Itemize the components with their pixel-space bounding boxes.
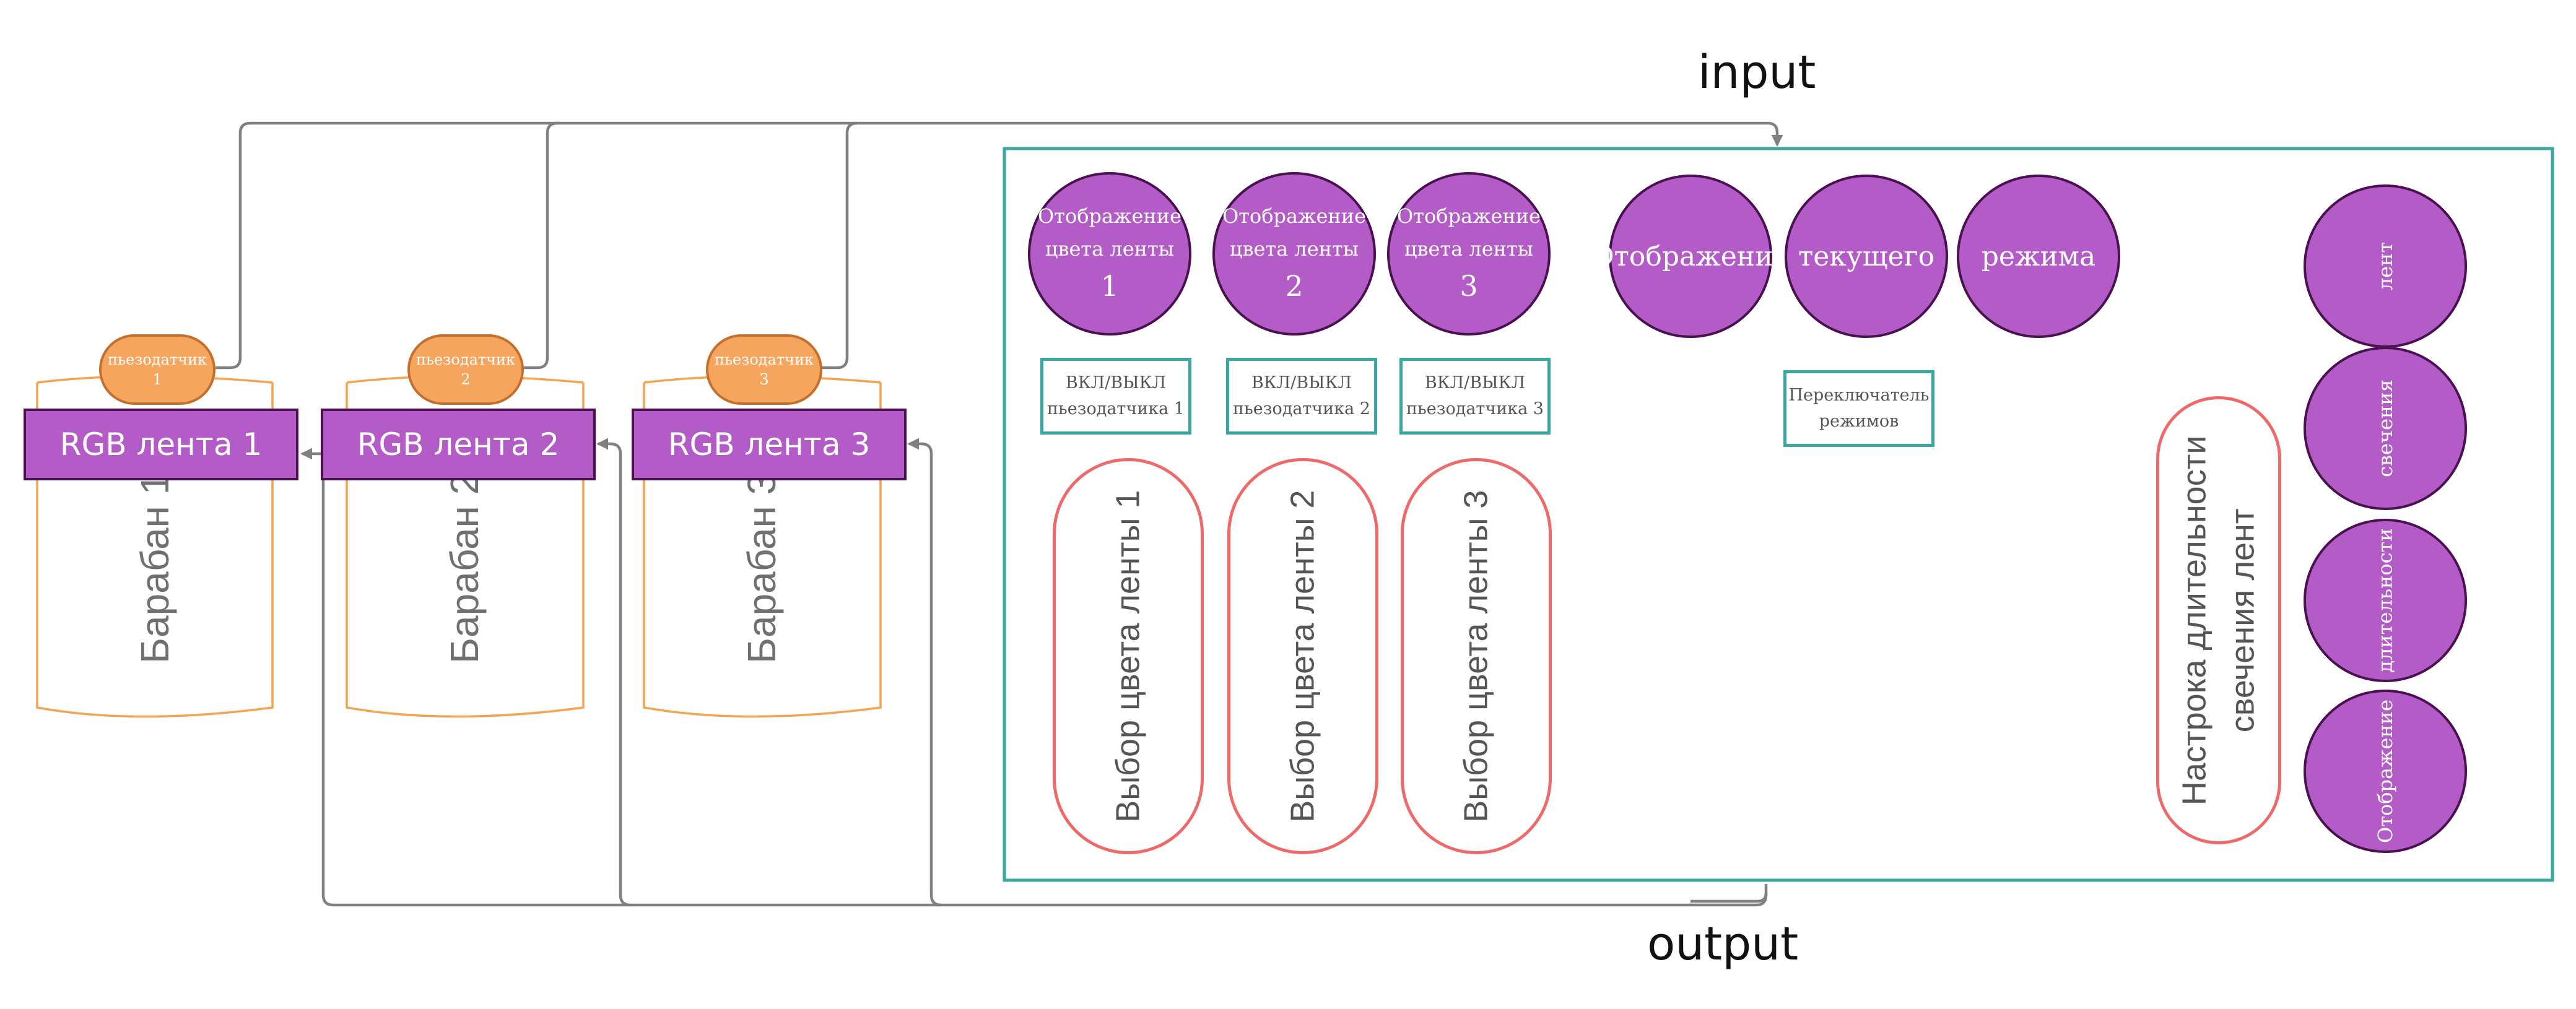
duration-display-circle-1: лент	[2304, 184, 2467, 348]
piezo-sensor-3-number: 3	[759, 371, 769, 388]
piezo-toggle-2-line1: ВКЛ/ВЫКЛ	[1251, 373, 1352, 393]
input-wires	[215, 121, 1783, 370]
duration-display-word-2: свечения	[2374, 379, 2397, 477]
duration-display-circle-3: длительности	[2304, 519, 2467, 682]
duration-display-word-4: Отображение	[2374, 699, 2397, 843]
duration-display-word-1: лент	[2373, 241, 2397, 291]
color-select-1-label: Выбор цвета ленты 1	[1109, 490, 1147, 823]
piezo-toggle-1[interactable]: ВКЛ/ВЫКЛ пьезодатчика 1	[1040, 358, 1191, 435]
duration-setting[interactable]: Настрока длительности свечения лент	[2156, 396, 2281, 844]
piezo-toggle-2[interactable]: ВКЛ/ВЫКЛ пьезодатчика 2	[1226, 358, 1377, 435]
input-label: input	[1698, 46, 1816, 99]
piezo-toggle-3-line1: ВКЛ/ВЫКЛ	[1424, 373, 1526, 393]
duration-display-word-3: длительности	[2373, 528, 2397, 673]
piezo-toggle-2-line2: пьезодатчика 2	[1233, 399, 1370, 418]
duration-display-circle-4: Отображение	[2304, 690, 2467, 853]
piezo-toggle-3[interactable]: ВКЛ/ВЫКЛ пьезодатчика 3	[1399, 358, 1551, 435]
color-display-2-line2: цвета ленты	[1229, 236, 1359, 261]
piezo-sensor-3: пьезодатчик 3	[706, 334, 822, 405]
color-display-1-number: 1	[1100, 269, 1119, 303]
color-display-1-line2: цвета ленты	[1045, 236, 1175, 261]
piezo-sensor-1: пьезодатчик 1	[99, 334, 215, 405]
control-panel-frame	[1003, 147, 2554, 882]
mode-switch[interactable]: Переключатель режимов	[1783, 370, 1934, 447]
drum-1-label: Барабан 1	[133, 472, 177, 664]
drum-3-label: Барабан 3	[739, 472, 784, 664]
color-display-2: Отображение цвета ленты 2	[1212, 172, 1376, 336]
mode-display-word-2: текущего	[1798, 240, 1935, 272]
color-display-1: Отображение цвета ленты 1	[1028, 172, 1191, 336]
piezo-toggle-1-line2: пьезодатчика 1	[1047, 399, 1185, 418]
mode-display-circle-3: режима	[1957, 175, 2120, 338]
duration-setting-line2: свечения лент	[2224, 508, 2261, 732]
rgb-strip-1: RGB лента 1	[24, 409, 298, 480]
mode-display-circle-2: текущего	[1785, 175, 1948, 338]
mode-switch-line1: Переключатель	[1788, 386, 1930, 405]
color-display-3-line1: Отображение	[1397, 204, 1541, 228]
color-display-3: Отображение цвета ленты 3	[1387, 172, 1551, 336]
color-display-2-number: 2	[1285, 269, 1303, 303]
color-select-1[interactable]: Выбор цвета ленты 1	[1053, 458, 1204, 854]
color-display-3-number: 3	[1460, 269, 1478, 303]
duration-setting-line1: Настрока длительности	[2175, 435, 2213, 805]
piezo-sensor-1-number: 1	[152, 371, 162, 388]
rgb-strip-2: RGB лента 2	[321, 409, 596, 480]
mode-switch-line2: режимов	[1819, 412, 1899, 431]
mode-display-word-3: режима	[1981, 240, 2096, 272]
output-label: output	[1647, 917, 1799, 971]
drum-2-label: Барабан 2	[442, 472, 487, 664]
color-display-1-line1: Отображение	[1038, 204, 1181, 228]
piezo-toggle-1-line1: ВКЛ/ВЫКЛ	[1065, 373, 1167, 393]
piezo-sensor-3-name: пьезодатчик	[714, 350, 814, 368]
piezo-toggle-3-line2: пьезодатчика 3	[1406, 399, 1544, 418]
color-select-3-label: Выбор цвета ленты 3	[1457, 490, 1495, 823]
piezo-sensor-1-name: пьезодатчик	[107, 350, 207, 368]
color-display-3-line2: цвета ленты	[1404, 236, 1534, 261]
mode-display-word-1: Отображение	[1591, 240, 1790, 272]
color-select-2[interactable]: Выбор цвета ленты 2	[1227, 458, 1378, 854]
rgb-strip-3: RGB лента 3	[632, 409, 907, 480]
duration-display-circle-2: свечения	[2304, 347, 2467, 510]
piezo-sensor-2-name: пьезодатчик	[416, 350, 516, 368]
color-select-2-label: Выбор цвета ленты 2	[1284, 490, 1321, 823]
color-display-2-line1: Отображение	[1222, 204, 1366, 228]
output-wires	[300, 438, 1768, 907]
color-select-3[interactable]: Выбор цвета ленты 3	[1401, 458, 1552, 854]
piezo-sensor-2: пьезодатчик 2	[407, 334, 524, 405]
mode-display-circle-1: Отображение	[1592, 175, 1790, 338]
piezo-sensor-2-number: 2	[461, 371, 471, 388]
